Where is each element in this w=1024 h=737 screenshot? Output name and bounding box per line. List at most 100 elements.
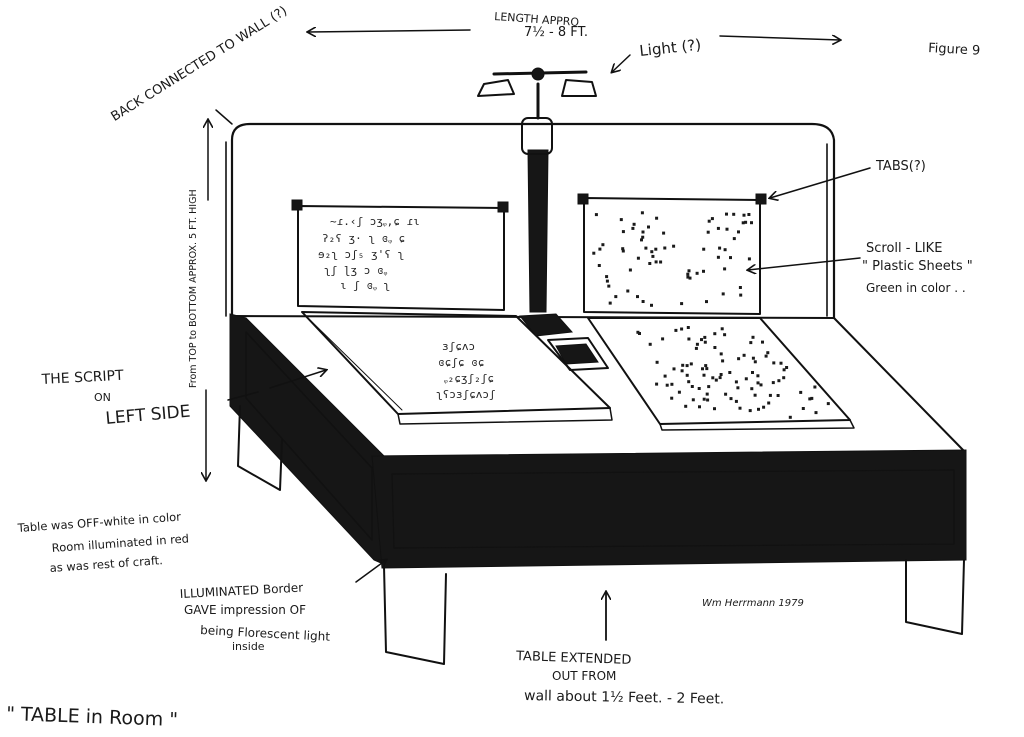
- dot-mark: [687, 269, 691, 273]
- dot-mark: [751, 371, 754, 374]
- table-color-2: Room illuminated in red: [51, 531, 189, 555]
- height-label: From TOP to BOTTOM APPROX. 5 FT. HIGH: [188, 189, 199, 388]
- dot-mark: [665, 383, 669, 387]
- dot-mark: [663, 374, 667, 378]
- dot-mark: [694, 346, 698, 350]
- dot-mark: [685, 364, 689, 368]
- dot-mark: [750, 387, 754, 391]
- center-plates: [519, 313, 609, 371]
- border-arrow: [355, 560, 386, 583]
- dot-mark: [756, 374, 760, 378]
- dot-mark: [698, 405, 701, 409]
- dot-mark: [654, 260, 658, 264]
- svg-text:ɘ₂ʅ ɔʃ₅ ʒ'ʕ ʅ: ɘ₂ʅ ɔʃ₅ ʒ'ʕ ʅ: [318, 248, 404, 261]
- dot-mark: [697, 387, 701, 390]
- dot-mark: [702, 373, 706, 377]
- dot-mark: [703, 335, 707, 339]
- dot-mark: [725, 212, 728, 216]
- dot-mark: [768, 393, 772, 397]
- dot-mark: [641, 230, 645, 234]
- border-label-4: inside: [232, 640, 265, 653]
- dot-mark: [747, 257, 751, 261]
- dot-mark: [674, 328, 678, 332]
- dot-mark: [680, 302, 684, 306]
- length-value: 7½ - 8 FT.: [524, 25, 588, 40]
- dot-mark: [725, 227, 729, 231]
- dot-mark: [685, 373, 689, 377]
- dot-mark: [702, 397, 706, 401]
- dot-mark: [605, 279, 609, 283]
- light-fixture: [477, 67, 597, 97]
- left-tray: ɜʃɕʌɔ ɞɕʃɕ ɞɕ ᵩ₂ɕʒʃ₂ʃɕ ʅʕɔɜʃɕʌɔʃ: [301, 311, 613, 425]
- script-label-1: THE SCRIPT: [40, 368, 124, 388]
- dot-mark: [753, 360, 757, 364]
- dot-mark: [640, 238, 643, 242]
- dot-mark: [608, 301, 612, 305]
- dot-mark: [799, 390, 803, 394]
- dot-mark: [650, 303, 653, 307]
- border-label-2: GAVE impression OF: [184, 603, 306, 617]
- dot-mark: [744, 220, 748, 224]
- script-marks-left-tray: ɜʃɕʌɔ ɞɕʃɕ ɞɕ ᵩ₂ɕʒʃ₂ʃɕ ʅʕɔɜʃɕʌɔʃ: [436, 340, 496, 401]
- dot-mark: [729, 397, 733, 401]
- dot-mark: [767, 401, 771, 405]
- dot-mark: [636, 256, 640, 260]
- extended-label-1: TABLE EXTENDED: [515, 649, 632, 668]
- dot-mark: [680, 327, 684, 331]
- dot-mark: [677, 390, 681, 394]
- svg-text:ɩ ʃ ɞᵩ ʅ: ɩ ʃ ɞᵩ ʅ: [340, 279, 390, 292]
- dot-mark: [641, 300, 645, 303]
- dot-mark: [766, 351, 770, 355]
- dot-mark: [680, 369, 684, 373]
- dot-mark: [721, 359, 725, 363]
- scroll-label-1: Scroll - LIKE: [866, 241, 942, 256]
- center-pole: [521, 82, 553, 313]
- sheets-arrow: [748, 257, 861, 270]
- dot-mark: [739, 293, 743, 297]
- dot-mark: [723, 267, 727, 271]
- dot-mark: [689, 362, 693, 366]
- dot-mark: [655, 216, 659, 220]
- dot-mark: [757, 407, 760, 411]
- light-label: Light (?): [639, 36, 702, 60]
- dot-mark: [684, 404, 688, 408]
- dot-mark: [592, 251, 596, 255]
- dot-mark: [648, 342, 652, 346]
- dot-mark: [661, 337, 665, 341]
- script-label-3: LEFT SIDE: [105, 402, 192, 429]
- dot-mark: [747, 213, 751, 216]
- dot-mark: [686, 272, 690, 276]
- dot-mark: [594, 213, 598, 217]
- dot-mark: [771, 381, 775, 385]
- svg-text:ʔ₂ʕ ʒ· ʅ ɞᵩ ɕ: ʔ₂ʕ ʒ· ʅ ɞᵩ ɕ: [322, 232, 405, 245]
- script-marks-left-sheet: ~ɾ.‹ʃ ɔʒᵩ,ɕ ɾɩ ʔ₂ʕ ʒ· ʅ ɞᵩ ɕ ɘ₂ʅ ɔʃ₅ ʒ'ʕ…: [318, 215, 420, 292]
- dot-mark: [744, 377, 748, 381]
- dot-mark: [718, 376, 722, 380]
- dot-mark: [718, 246, 722, 250]
- dot-mark: [756, 381, 760, 385]
- dot-mark: [621, 230, 625, 234]
- svg-text:ᵩ₂ɕʒʃ₂ʃɕ: ᵩ₂ɕʒʃ₂ʃɕ: [444, 372, 494, 385]
- dot-mark: [732, 212, 736, 216]
- dot-marks-right-sheet: [592, 211, 753, 307]
- extended-label-2: OUT FROM: [552, 669, 616, 683]
- back-arrow: [215, 109, 233, 125]
- dot-mark: [785, 366, 789, 369]
- dot-mark: [826, 402, 830, 406]
- dot-mark: [716, 226, 720, 230]
- dot-mark: [638, 332, 641, 335]
- svg-text:ʅʃ ɭʒ ɔ ɞᵩ: ʅʃ ɭʒ ɔ ɞᵩ: [324, 264, 388, 277]
- dot-mark: [764, 354, 768, 358]
- dot-mark: [601, 243, 605, 247]
- dot-mark: [636, 330, 640, 334]
- dot-mark: [686, 275, 690, 279]
- svg-text:~ɾ.‹ʃ ɔʒᵩ,ɕ ɾɩ: ~ɾ.‹ʃ ɔʒᵩ,ɕ ɾɩ: [330, 215, 420, 228]
- dot-mark: [742, 353, 746, 357]
- dot-mark: [801, 407, 805, 410]
- dot-mark: [632, 222, 636, 226]
- dot-mark: [672, 244, 676, 248]
- dot-mark: [688, 276, 692, 280]
- dot-mark: [737, 357, 741, 361]
- annotation-arrows: [206, 30, 871, 641]
